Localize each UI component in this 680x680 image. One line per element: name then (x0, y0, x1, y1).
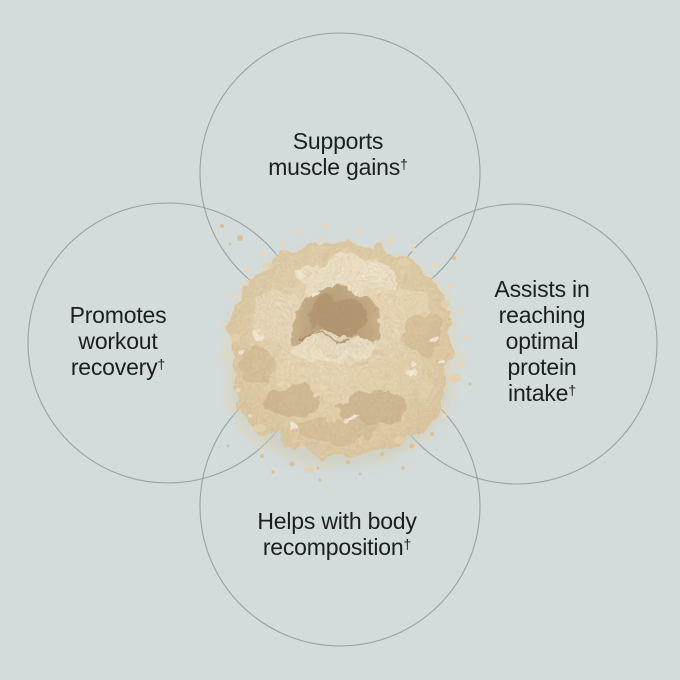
powder-heap (228, 242, 452, 456)
powder-specks (220, 223, 472, 482)
protein-powder-image (219, 223, 472, 482)
